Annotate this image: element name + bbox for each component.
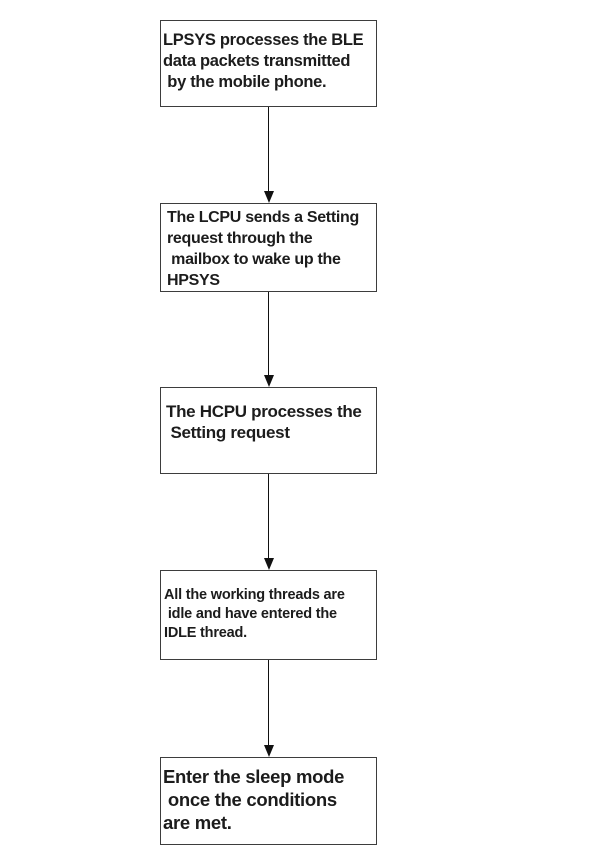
flow-connector-1 [262,107,275,203]
flow-step-5: Enter the sleep mode once the conditions… [160,757,377,845]
arrow-shaft [267,292,270,375]
arrow-shaft [267,660,270,745]
flow-connector-3 [262,474,275,570]
arrow-down-icon [263,375,274,387]
flow-connector-4 [262,660,275,757]
flow-step-4: All the working threads are idle and hav… [160,570,377,660]
flow-connector-2 [262,292,275,387]
arrow-down-icon [263,745,274,757]
arrow-down-icon [263,558,274,570]
flow-step-1: LPSYS processes the BLE data packets tra… [160,20,377,107]
flow-step-3: The HCPU processes the Setting request [160,387,377,474]
arrow-shaft [267,474,270,558]
flow-step-2: The LCPU sends a Setting request through… [160,203,377,292]
arrow-shaft [267,107,270,191]
arrow-down-icon [263,191,274,203]
